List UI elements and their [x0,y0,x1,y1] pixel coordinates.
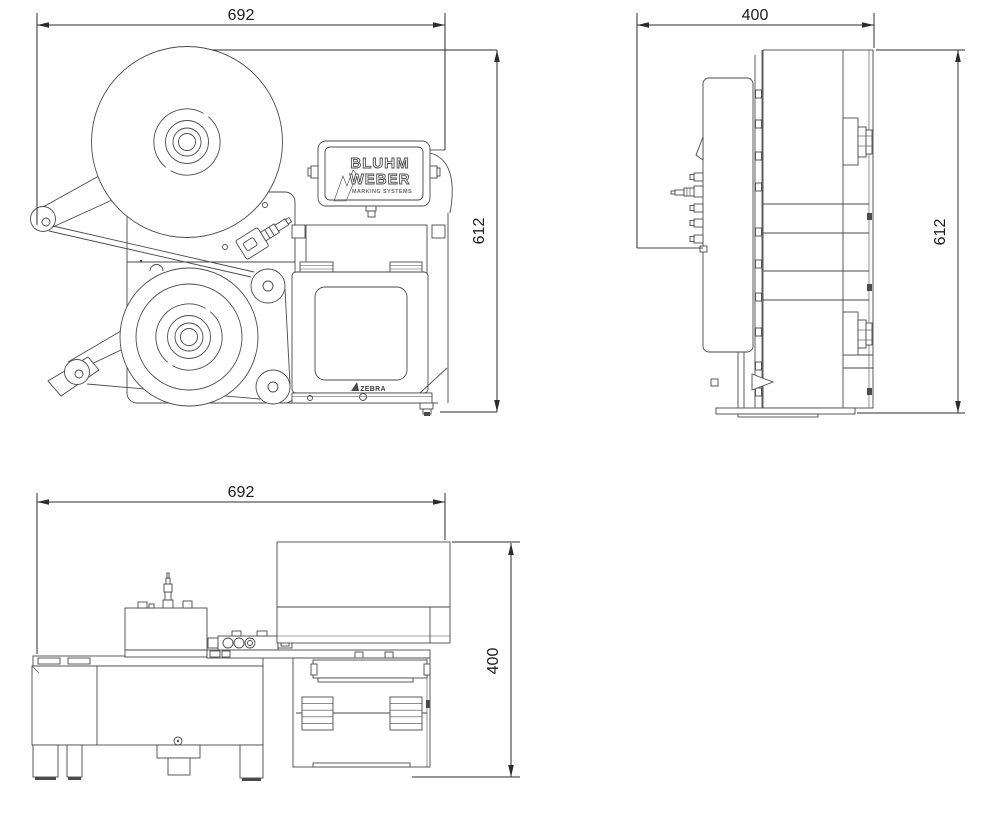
printer-brand-text: ZEBRA [360,386,386,393]
label-rewind-reel [119,267,259,407]
label-sensor [235,216,293,260]
reel-roll-plan [312,659,428,679]
front-view: BLUHM WEBER MARKING SYSTEMS ZEBRA [30,7,500,416]
display-cable [429,152,453,214]
probe-connector [674,189,685,196]
display-connector [365,205,377,212]
top-view: 692 400 [31,484,520,781]
side-dimensions: 400 612 [636,7,965,414]
dim-text-side-width: 400 [742,7,769,24]
dim-text-front-height: 612 [471,218,488,245]
hmi-display: BLUHM WEBER MARKING SYSTEMS [307,140,453,218]
leg [32,744,59,778]
rewind-roll-plan [389,696,423,731]
printer-window [314,286,408,381]
display-brand-subtitle: MARKING SYSTEMS [352,189,412,195]
label-supply-reel [91,46,283,238]
antenna-connector [163,583,173,593]
peel-tip-edge [751,373,775,391]
applicator-plan [292,657,431,768]
display-knob-left [310,165,319,179]
idler-rollers [250,268,291,405]
upper-hub-bolt [842,117,873,166]
display-knob-right [429,165,438,179]
table-base [31,655,264,781]
control-box [124,572,208,658]
display-brand-line2: WEBER [350,171,411,188]
bluhm-logo-icon [333,169,358,202]
dim-text-top-width: 692 [228,484,255,501]
connector-panel [670,77,754,353]
top-dimensions: 692 400 [36,484,520,778]
mount-strip [206,649,431,659]
dim-text-front-width: 692 [228,7,255,24]
dim-text-top-height: 400 [485,648,502,675]
machine-foot [419,402,434,410]
lower-hub-bolt [842,311,873,356]
leg [66,744,83,778]
mounting-plate-edge [754,50,763,408]
side-base [710,352,856,418]
side-view: 400 612 [636,7,965,418]
front-dimensions: 692 612 [36,7,500,413]
printer-unit: ZEBRA [291,149,449,416]
display-brand-line1: BLUHM [350,155,409,172]
printer-plan [276,541,451,644]
dim-text-side-height: 612 [932,219,949,246]
leg [239,744,264,779]
rewind-roll-plan [301,696,334,731]
